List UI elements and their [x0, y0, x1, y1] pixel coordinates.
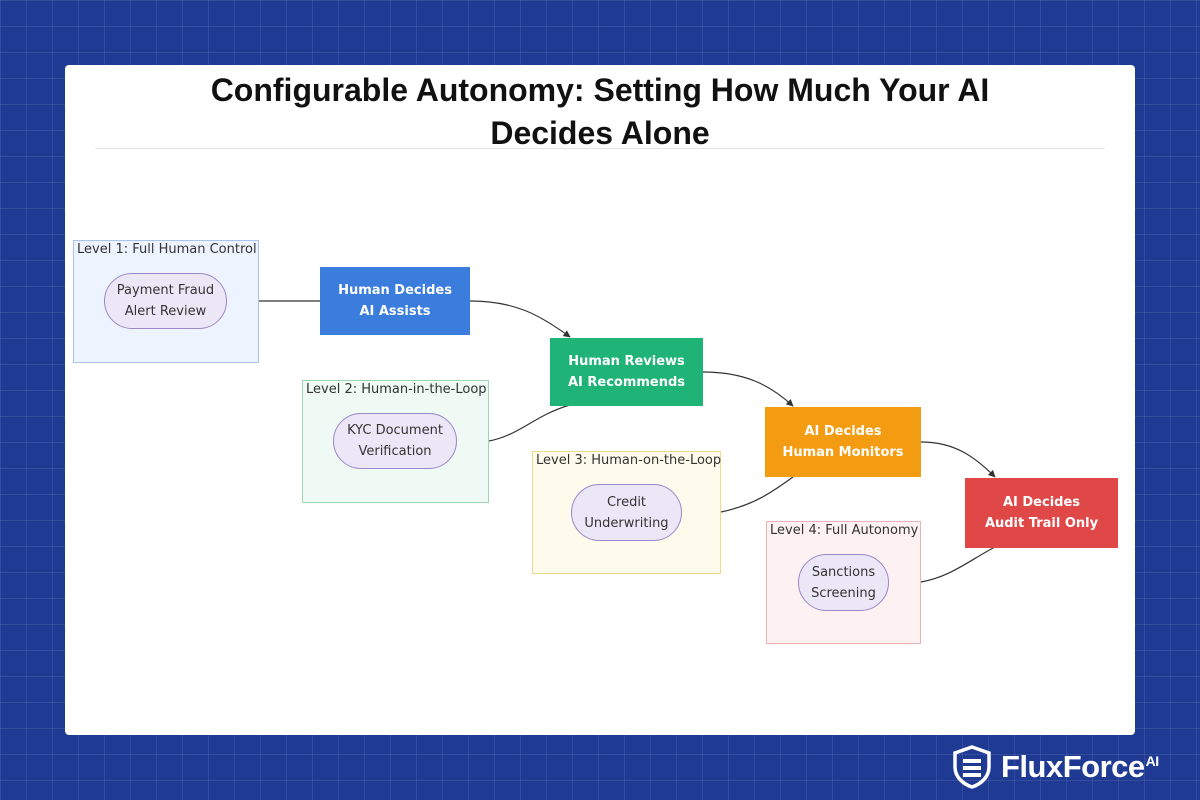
level-1-label: Level 1: Full Human Control	[77, 242, 257, 257]
link-level2-example-to-mode	[488, 404, 571, 442]
title-line-2: Decides Alone	[490, 115, 710, 151]
diagram-card: Configurable Autonomy: Setting How Much …	[65, 65, 1135, 735]
link-level3-example-to-mode	[720, 476, 794, 513]
brand-name: FluxForceAI	[1001, 749, 1159, 785]
shield-icon	[953, 745, 991, 789]
brand-logo: FluxForceAI	[952, 745, 1159, 789]
level-4-example-line-2: Screening	[811, 585, 876, 601]
level-2-mode-line-1: Human Reviews	[568, 354, 685, 369]
arrow-mode3-to-mode4	[920, 441, 996, 478]
level-4-example-line-1: Sanctions	[811, 564, 876, 580]
level-2-mode-node: Human Reviews AI Recommends	[550, 338, 703, 406]
level-1-example-line-2: Alert Review	[124, 304, 207, 319]
level-4-mode-line-1: AI Decides	[1002, 495, 1081, 510]
level-3-example-line-2: Underwriting	[584, 515, 669, 531]
arrow-mode1-to-mode2	[469, 300, 571, 338]
level-2-group: Level 2: Human-in-the-Loop	[302, 380, 489, 503]
level-2-example-line-2: Verification	[358, 444, 432, 459]
level-3-mode-node: AI Decides Human Monitors	[765, 407, 921, 477]
arrow-mode2-to-mode3	[702, 371, 794, 407]
level-1-mode-line-2: AI Assists	[359, 304, 431, 319]
level-3-mode-line-2: Human Monitors	[782, 445, 904, 460]
level-1-example-line-1: Payment Fraud	[116, 283, 215, 298]
level-1-example-node: Payment Fraud Alert Review	[104, 273, 227, 329]
level-3-example-line-1: Credit	[606, 494, 647, 510]
level-4-label: Level 4: Full Autonomy	[770, 523, 919, 538]
level-2-mode-line-2: AI Recommends	[567, 375, 686, 390]
level-1-mode-node: Human Decides AI Assists	[320, 267, 470, 335]
brand-name-text: FluxForce	[1001, 749, 1145, 784]
level-4-example-node: Sanctions Screening	[798, 554, 889, 611]
level-2-example-node: KYC Document Verification	[333, 413, 457, 469]
level-3-label: Level 3: Human-on-the-Loop	[536, 453, 722, 468]
diagram-title: Configurable Autonomy: Setting How Much …	[65, 69, 1135, 155]
link-level4-example-to-mode	[920, 546, 996, 583]
level-3-mode-line-1: AI Decides	[804, 424, 882, 439]
level-2-label: Level 2: Human-in-the-Loop	[306, 382, 487, 397]
level-2-example-line-1: KYC Document	[347, 423, 443, 438]
title-divider	[95, 148, 1105, 149]
brand-suffix: AI	[1145, 752, 1160, 769]
level-3-example-node: Credit Underwriting	[571, 484, 682, 541]
connector-layer	[259, 300, 996, 583]
level-4-mode-node: AI Decides Audit Trail Only	[965, 478, 1118, 548]
level-1-mode-line-1: Human Decides	[338, 283, 452, 298]
title-line-1: Configurable Autonomy: Setting How Much …	[210, 72, 990, 108]
level-4-mode-line-2: Audit Trail Only	[984, 516, 1099, 531]
